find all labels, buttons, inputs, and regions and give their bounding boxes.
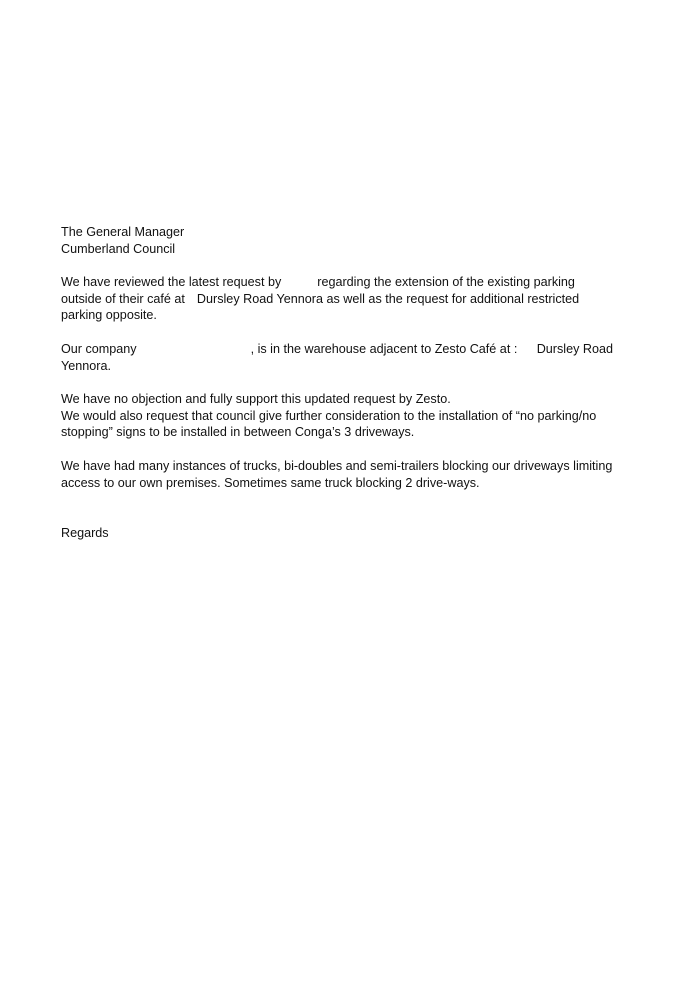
paragraph-line: outside of their café at Dursley Road Yen… — [61, 291, 621, 308]
paragraph-line: Yennora. — [61, 358, 111, 373]
paragraph-trucks: We have had many instances of trucks, bi… — [61, 458, 621, 491]
text-segment: Dursley Road — [536, 342, 613, 356]
redacted-company-name — [137, 352, 251, 353]
recipient-block: The General Manager Cumberland Council — [61, 224, 621, 257]
line-left: Our company , is in the warehouse adjacen… — [61, 341, 517, 358]
redacted-address-number — [185, 302, 197, 303]
paragraph-line: Our company , is in the warehouse adjacen… — [61, 341, 613, 358]
paragraph-line: parking opposite. — [61, 308, 157, 323]
text-segment: outside of their café at — [61, 291, 185, 306]
paragraph-request-review: We have reviewed the latest request by re… — [61, 274, 621, 324]
text-segment: regarding the extension of the existing … — [317, 275, 575, 289]
recipient-organisation: Cumberland Council — [61, 241, 176, 256]
text-segment: , is in the warehouse adjacent to Zesto … — [250, 342, 518, 356]
paragraph-line: access to our own premises. Sometimes sa… — [61, 475, 480, 490]
recipient-title: The General Manager — [61, 225, 185, 239]
closing-regards: Regards — [61, 526, 109, 540]
paragraph-line: We have reviewed the latest request by re… — [61, 274, 621, 291]
closing-block: Regards — [61, 525, 621, 542]
text-segment: We have reviewed the latest request by — [61, 275, 282, 289]
text-segment: Dursley Road Yennora as well as the requ… — [196, 291, 580, 306]
paragraph-line: We have no objection and fully support t… — [61, 392, 451, 406]
paragraph-line: stopping” signs to be installed in betwe… — [61, 425, 415, 440]
text-segment: Our company — [61, 342, 137, 356]
paragraph-company: Our company , is in the warehouse adjacen… — [61, 341, 621, 374]
redacted-name — [281, 285, 317, 286]
paragraph-support: We have no objection and fully support t… — [61, 391, 621, 441]
paragraph-line: We would also request that council give … — [61, 408, 597, 423]
paragraph-line: We have had many instances of trucks, bi… — [61, 459, 613, 473]
